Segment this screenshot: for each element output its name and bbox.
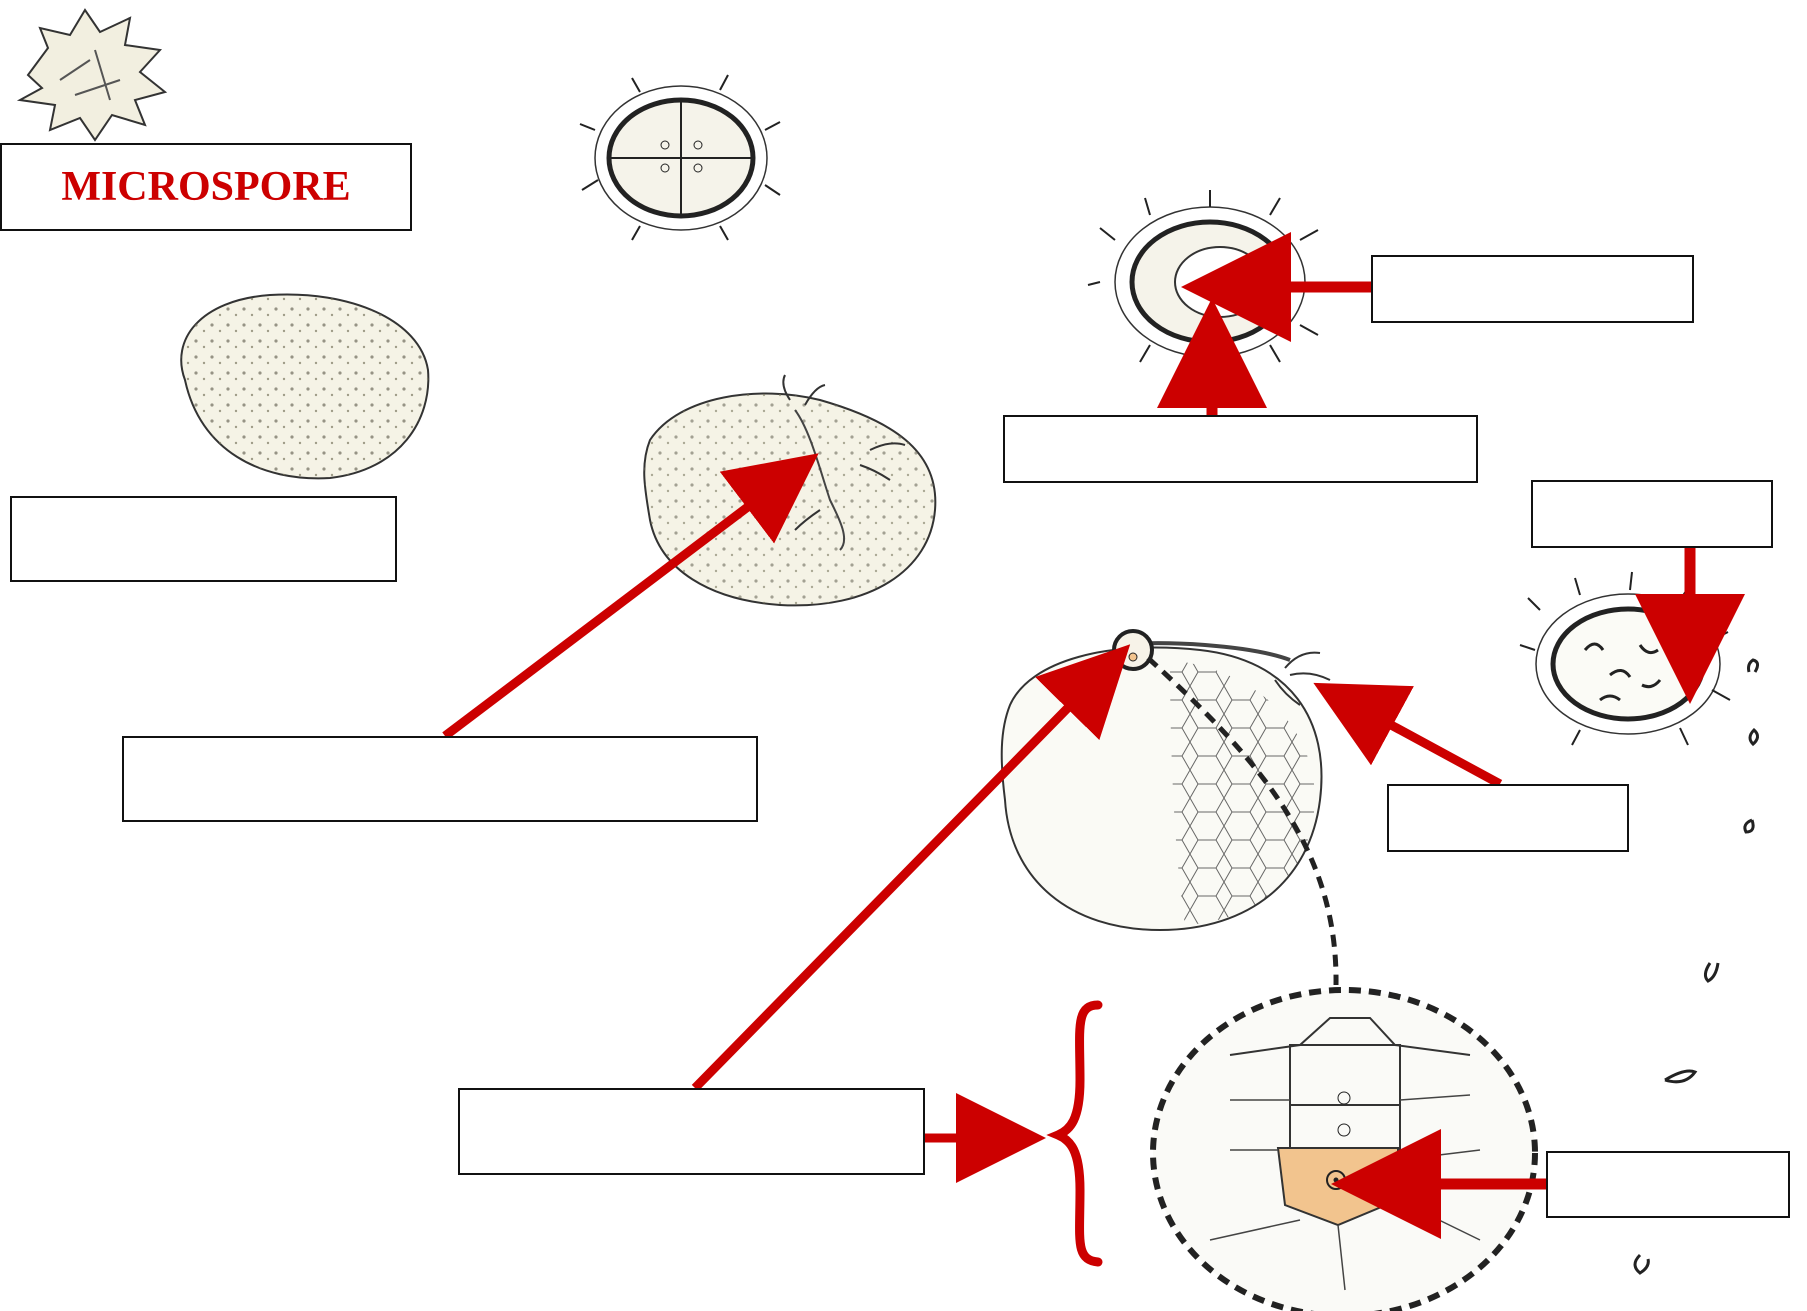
label-box-large[interactable] <box>122 736 758 822</box>
spiky-spore-topleft <box>20 10 165 140</box>
label-box-bottom-right[interactable] <box>1546 1151 1790 1218</box>
spore-developing <box>1088 190 1318 362</box>
microspore-label-box: MICROSPORE <box>0 143 412 231</box>
arrow-to-antheridia <box>1345 700 1500 784</box>
archegonium-zoom <box>1153 990 1535 1311</box>
label-box-bottom[interactable] <box>458 1088 925 1175</box>
prothallus-left <box>181 294 428 478</box>
label-box-right-mid[interactable] <box>1387 784 1629 852</box>
curly-brace <box>1058 1005 1098 1262</box>
microspore-label: MICROSPORE <box>61 163 350 211</box>
spore-with-sperm <box>1520 572 1730 745</box>
label-box-right-upper[interactable] <box>1531 480 1773 548</box>
arrow-to-prothallus-middle <box>445 475 790 736</box>
label-box-left[interactable] <box>10 496 397 582</box>
spore-four-cells <box>580 75 780 240</box>
label-box-top-right[interactable] <box>1371 255 1694 323</box>
prothallus-middle <box>644 375 935 605</box>
label-box-mid-top[interactable] <box>1003 415 1478 483</box>
